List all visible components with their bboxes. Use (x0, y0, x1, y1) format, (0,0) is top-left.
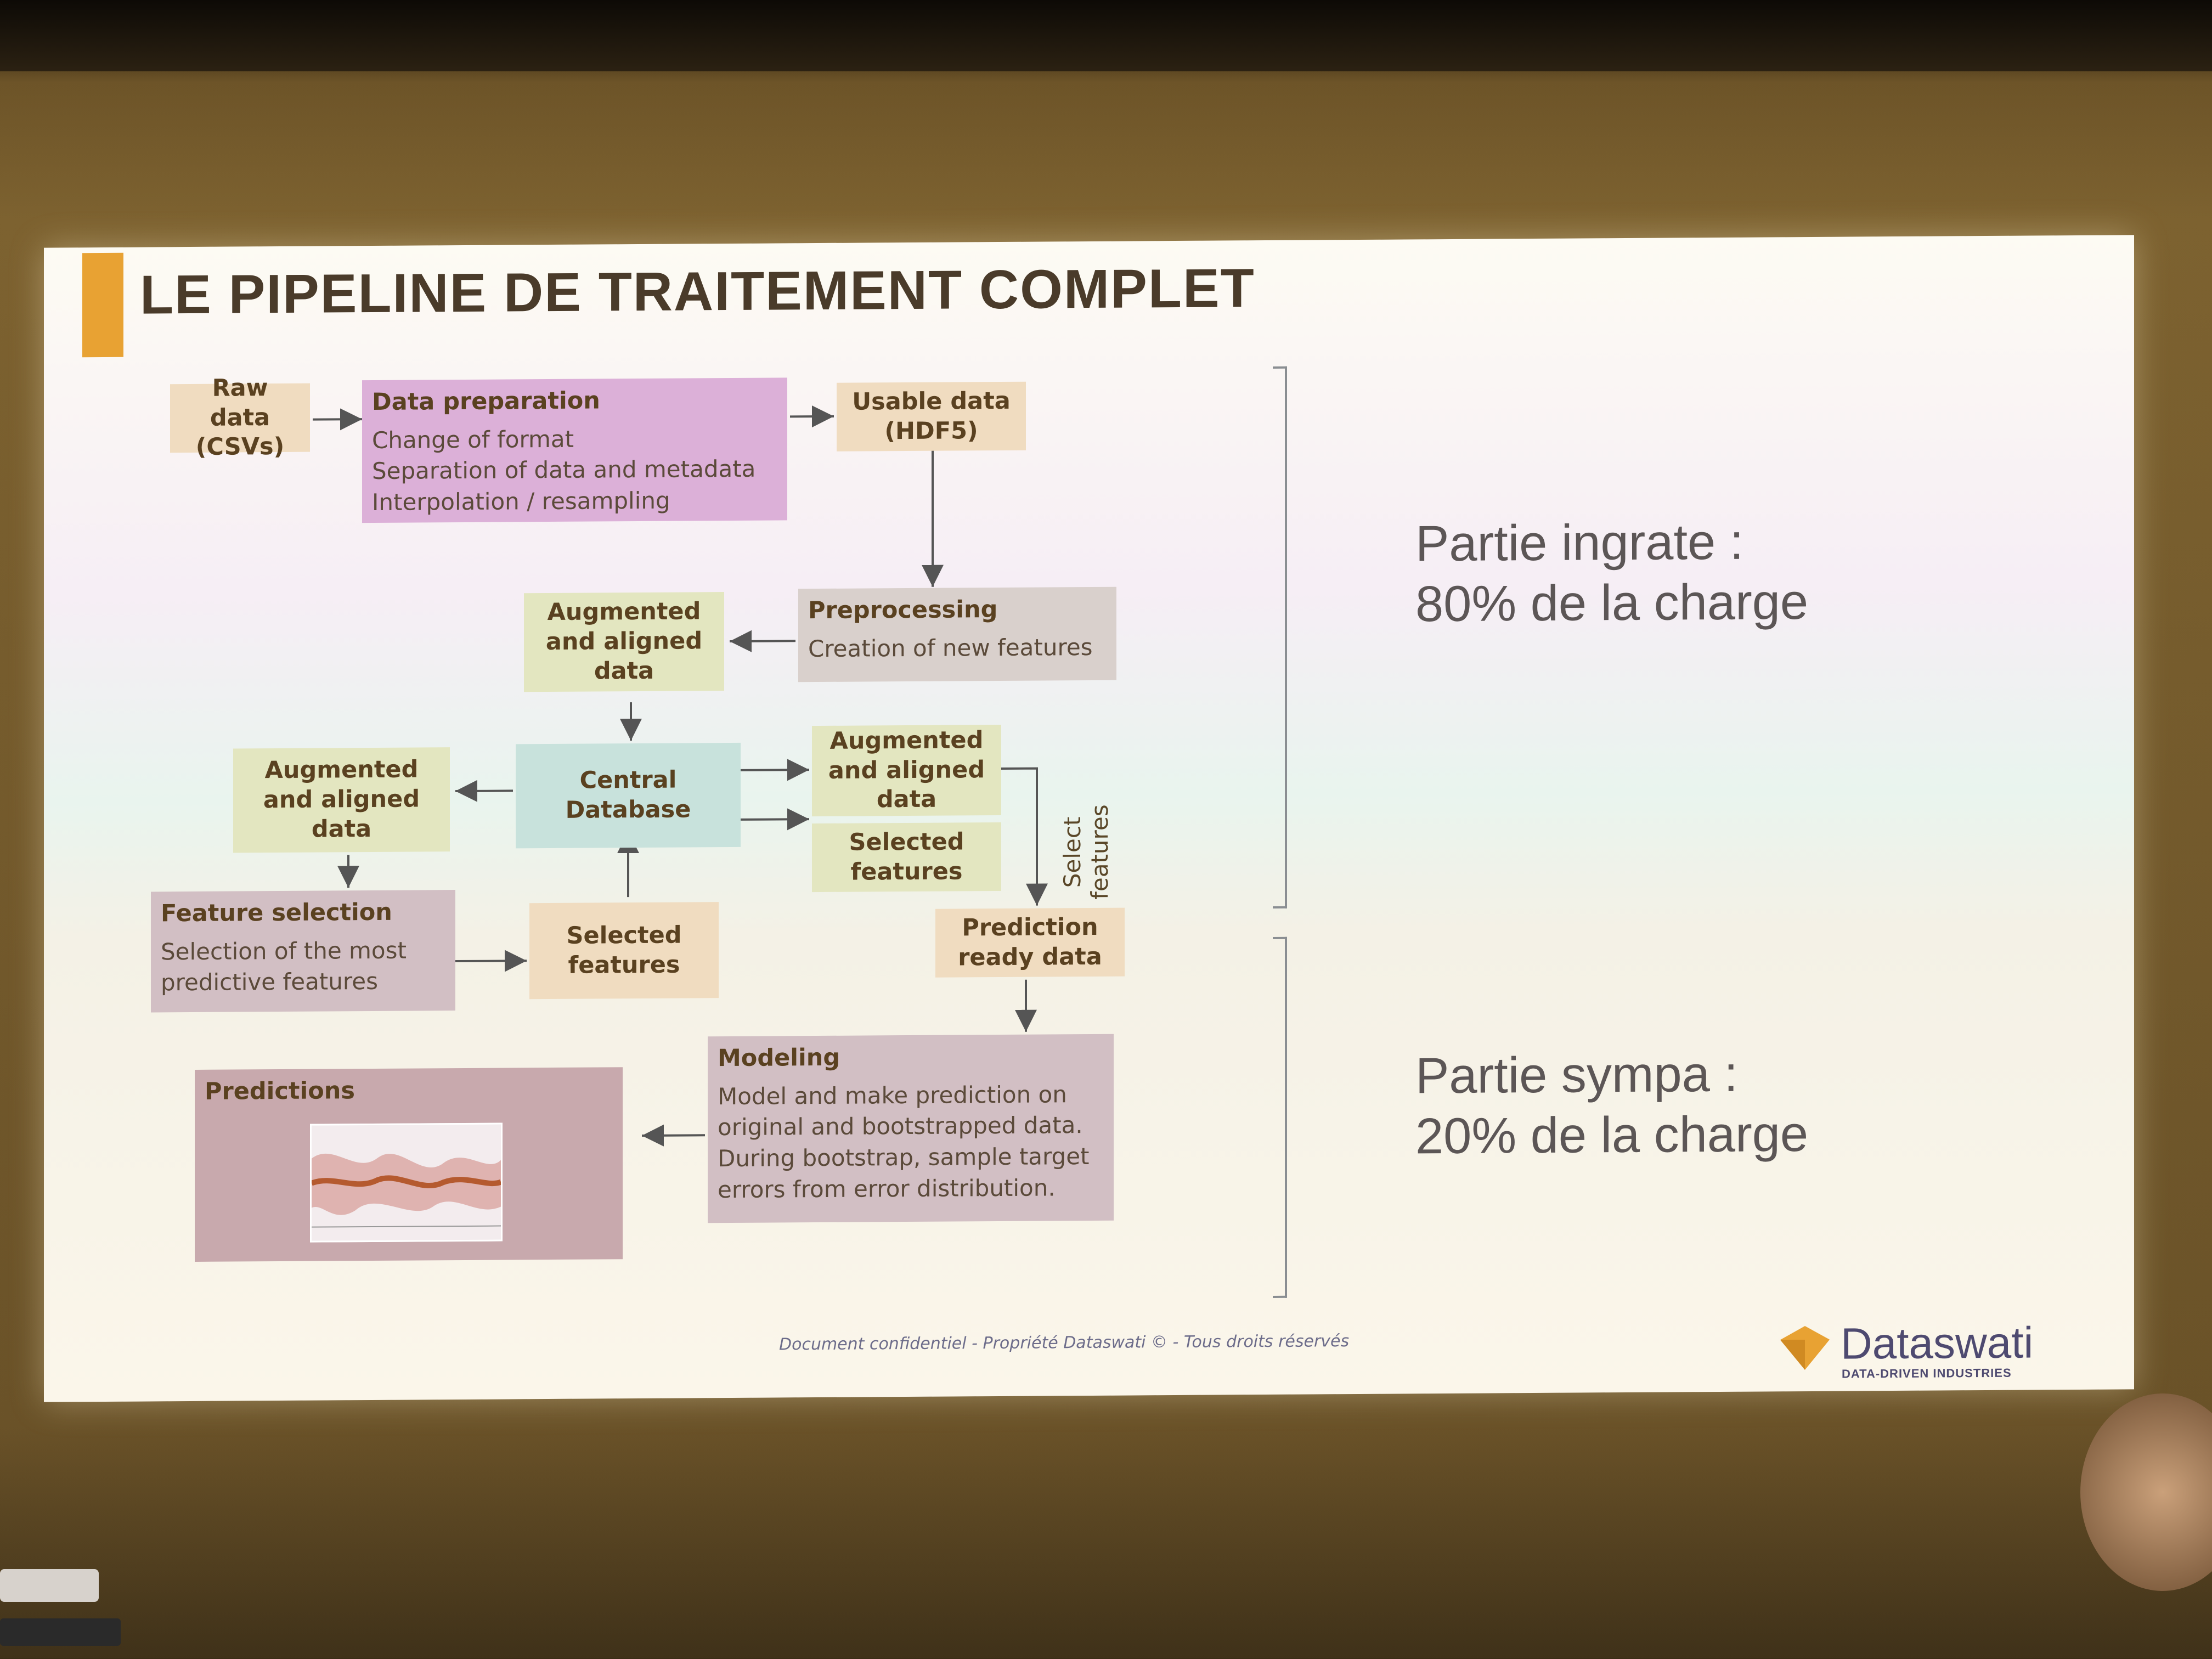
whiteboard-marker (0, 1569, 99, 1602)
prediction-thumbnail-chart (310, 1122, 503, 1243)
prediction-ready-box: Prediction ready data (935, 907, 1125, 978)
arrow-raw-to-prep (313, 408, 362, 431)
side-note-ingrate: Partie ingrate : 80% de la charge (1415, 514, 1809, 633)
select-features-label: Select features (1059, 804, 1114, 900)
arrow-db-to-selright (741, 808, 809, 831)
usable-data-box: Usable data (HDF5) (837, 381, 1026, 452)
arrow-model-to-pred (642, 1124, 705, 1147)
bracket-bottom (1273, 936, 1287, 1298)
presenter-hand (2080, 1393, 2212, 1591)
whiteboard-marker-dark (0, 1618, 121, 1646)
side-note-sympa: Partie sympa : 20% de la charge (1415, 1046, 1809, 1165)
central-database-box: Central Database (516, 742, 741, 849)
modeling-box: Modeling Model and make prediction on or… (708, 1034, 1114, 1223)
preprocessing-box: Preprocessing Creation of new features (798, 586, 1116, 682)
augmented-data-right: Augmented and aligned data (812, 724, 1001, 817)
pipeline-arrows (313, 405, 1048, 1147)
bracket-top (1273, 366, 1287, 909)
augmented-data-top: Augmented and aligned data (524, 592, 724, 692)
feature-selection-box: Feature selection Selection of the most … (151, 890, 455, 1013)
ceiling-shadow (0, 0, 2212, 71)
selected-features-mid: Selected features (529, 902, 719, 1000)
dataswati-logo: Dataswati DATA-DRIVEN INDUSTRIES (1775, 1318, 2033, 1381)
projected-slide: LE PIPELINE DE TRAITEMENT COMPLET Raw da… (44, 235, 2134, 1402)
predictions-box: Predictions (195, 1067, 623, 1262)
raw-data-box: Raw data (CSVs) (170, 374, 310, 461)
dataswati-diamond-icon (1780, 1326, 1830, 1370)
selected-features-right: Selected features (812, 822, 1001, 893)
data-preparation-box: Data preparation Change of format Separa… (362, 377, 787, 523)
confidential-footer: Document confidentiel - Propriété Datasw… (779, 1331, 1350, 1355)
augmented-data-left: Augmented and aligned data (233, 747, 450, 853)
arrow-select-features (1001, 767, 1048, 906)
